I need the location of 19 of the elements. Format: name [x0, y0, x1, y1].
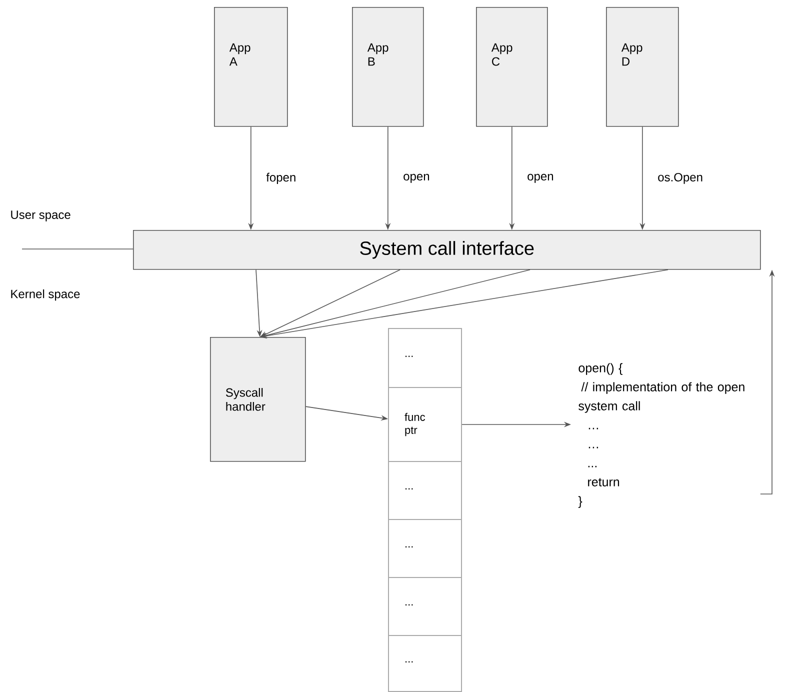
table-cell: ... [388, 461, 462, 520]
table-cell: ... [388, 519, 462, 578]
table-cell: ... [388, 328, 462, 388]
table-cell: func ptr [388, 387, 462, 462]
app-box: App C [476, 7, 548, 127]
edge-label: open [404, 174, 430, 183]
app-box: App B [352, 7, 424, 127]
region-label: Kernel space [11, 289, 80, 301]
edge-label: fopen [266, 172, 296, 184]
edge-label: open [528, 174, 554, 183]
table-cell: ... [388, 635, 462, 692]
interface-bar: System call interface [133, 230, 761, 270]
app-box: App A [214, 7, 288, 127]
app-box: App D [606, 7, 679, 127]
handler-box: Syscall handler [210, 337, 306, 462]
table-cell: ... [388, 577, 462, 636]
edge-label: os.Open [658, 172, 702, 184]
code-text: open() { // implementation of the open system call … … ... return } [578, 363, 744, 508]
region-label: User space [11, 210, 70, 222]
